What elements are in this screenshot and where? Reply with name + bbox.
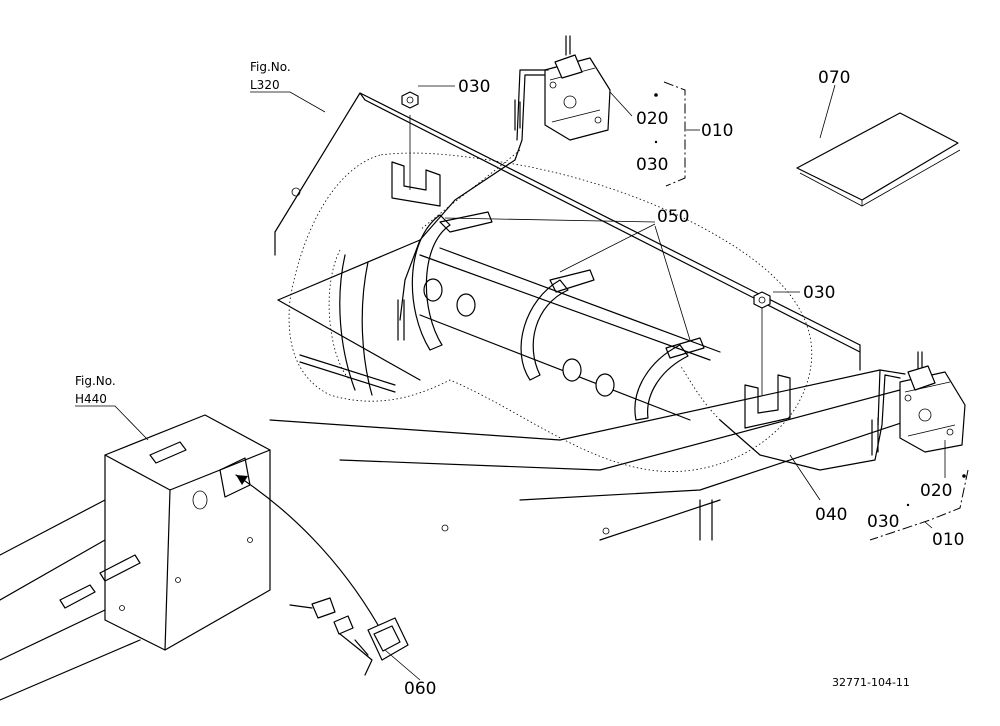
- label-020-bottom: 020: [920, 481, 952, 501]
- label-020-top: 020: [636, 109, 668, 129]
- thermostat-top: [544, 35, 611, 141]
- svg-text:Fig.No.: Fig.No.: [75, 374, 116, 388]
- figure-ref-l320: Fig.No. L320: [250, 60, 291, 92]
- label-010-top: 010: [701, 121, 733, 141]
- label-030-mid-nut: 030: [803, 283, 835, 303]
- label-070: 070: [818, 68, 850, 88]
- nut-top: [401, 91, 419, 109]
- figure-ref-leaders: [75, 91, 326, 441]
- label-010-bottom: 010: [932, 530, 964, 550]
- dashboard-panel: [0, 414, 271, 701]
- label-050: 050: [657, 207, 689, 227]
- nut-mid: [753, 291, 771, 309]
- label-030-top-nut: 030: [458, 77, 490, 97]
- svg-text:H440: H440: [75, 392, 107, 406]
- label-030-bottom: 030: [867, 512, 899, 532]
- label-060: 060: [404, 679, 436, 699]
- label-030-top-side: 030: [636, 155, 668, 175]
- chassis-frame: [269, 92, 941, 541]
- svg-text:Fig.No.: Fig.No.: [250, 60, 291, 74]
- figure-ref-h440: Fig.No. H440: [75, 374, 116, 406]
- tank-outline: [288, 152, 813, 472]
- heater-pipe: [419, 247, 721, 421]
- wiring-harness: [397, 69, 906, 471]
- sheet-070: [796, 112, 961, 207]
- thermostat-bottom: [899, 351, 966, 453]
- switch-060: [235, 474, 409, 676]
- leader-lines: [384, 81, 969, 681]
- svg-text:L320: L320: [250, 78, 280, 92]
- brackets: [391, 115, 791, 429]
- diagram-code: 32771-104-11: [832, 676, 910, 689]
- straps: [299, 211, 705, 421]
- label-040: 040: [815, 505, 847, 525]
